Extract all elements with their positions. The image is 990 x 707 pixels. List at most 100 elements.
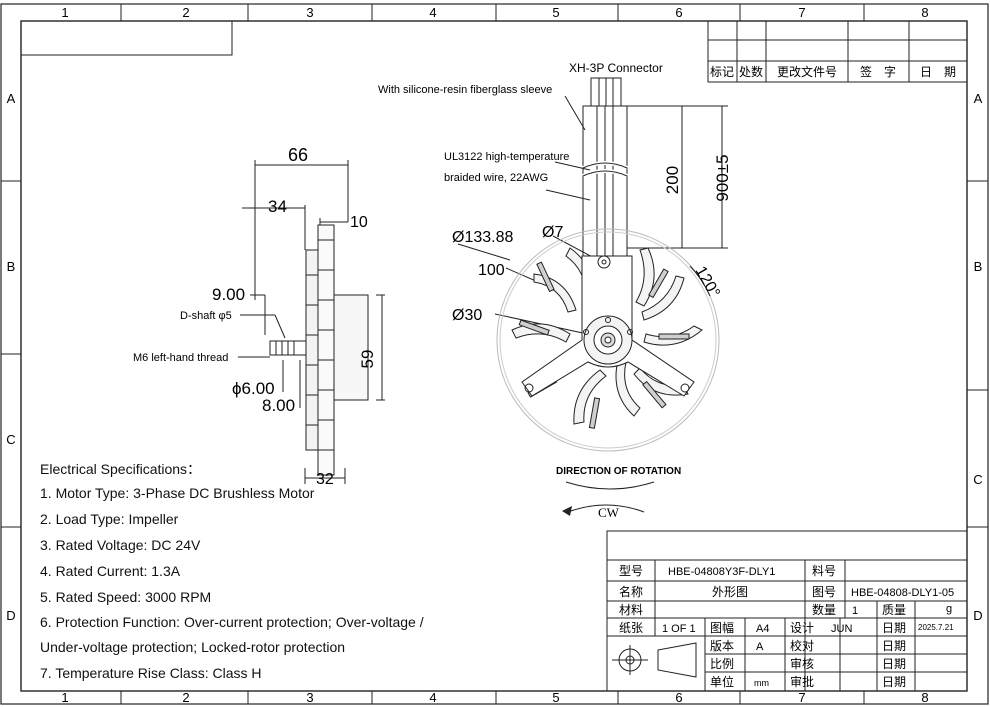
col-number: 2 xyxy=(182,690,189,705)
dim-59: 59 xyxy=(358,350,377,369)
spec-item: Under-voltage protection; Locked-rotor p… xyxy=(40,639,346,655)
tb-design-value: JUN xyxy=(831,623,852,635)
row-letter: B xyxy=(974,259,983,274)
tb-weight-label: 质量 xyxy=(882,603,906,617)
dim-phi30: Ø30 xyxy=(452,307,482,324)
col-number: 6 xyxy=(675,5,682,20)
tb-matno-label: 料号 xyxy=(812,564,836,578)
spec-item: 7. Temperature Rise Class: Class H xyxy=(40,665,262,681)
dim-32: 32 xyxy=(316,471,334,488)
revision-headers: 标记 处数 更改文件号 签 字 日 期 xyxy=(710,64,956,79)
dim-100: 100 xyxy=(478,262,505,279)
tb-format-value: A4 xyxy=(756,623,769,635)
top-left-box xyxy=(20,20,233,56)
row-letter: A xyxy=(7,91,16,106)
col-number: 8 xyxy=(921,690,928,705)
top-column-dividers xyxy=(1,4,988,704)
label-wire-2: braided wire, 22AWG xyxy=(444,172,548,184)
tb-review-label: 审核 xyxy=(790,656,814,671)
dim-thread: M6 left-hand thread xyxy=(133,352,228,364)
row-letter: D xyxy=(973,608,982,623)
tb-date-value: 2025.7.21 xyxy=(918,623,954,632)
front-view xyxy=(457,77,728,516)
dim-dshaft: D-shaft φ5 xyxy=(180,310,232,322)
side-view xyxy=(238,160,385,484)
col-number: 3 xyxy=(306,5,313,20)
label-cw: CW xyxy=(598,505,620,520)
col-number: 2 xyxy=(182,5,189,20)
col-number: 7 xyxy=(798,690,805,705)
col-number: 7 xyxy=(798,5,805,20)
spec-item: 4. Rated Current: 1.3A xyxy=(40,563,181,579)
spec-item: 2. Load Type: Impeller xyxy=(40,511,179,527)
col-number: 8 xyxy=(921,5,928,20)
dim-10: 10 xyxy=(350,214,368,231)
dim-phi133: Ø133.88 xyxy=(452,229,513,246)
label-connector: XH-3P Connector xyxy=(569,61,663,75)
tb-date-label: 日期 xyxy=(882,621,906,635)
title-block xyxy=(606,530,968,692)
row-letter: B xyxy=(7,259,16,274)
tb-weight-value: g xyxy=(946,603,952,615)
dim-phi6: ϕ6.00 xyxy=(232,379,275,398)
dim-120: 120° xyxy=(692,264,723,301)
column-numbers-bottom: 1 2 3 4 5 6 7 8 xyxy=(61,690,928,705)
dim-9: 9.00 xyxy=(212,285,245,304)
revision-table xyxy=(707,20,968,83)
col-number: 5 xyxy=(552,690,559,705)
tb-model-label: 型号 xyxy=(619,564,643,578)
tb-date-label-3: 日期 xyxy=(882,657,906,671)
label-rotation: DIRECTION OF ROTATION xyxy=(556,466,681,477)
col-number: 1 xyxy=(61,690,68,705)
label-wire-1: UL3122 high-temperature xyxy=(444,151,569,163)
tb-qty-value: 1 xyxy=(852,605,858,617)
front-view-labels: XH-3P Connector With silicone-resin fibe… xyxy=(378,61,732,520)
spec-item: 5. Rated Speed: 3000 RPM xyxy=(40,589,212,605)
spec-item: 6. Protection Function: Over-current pro… xyxy=(40,614,424,630)
row-letter: A xyxy=(974,91,983,106)
col-number: 4 xyxy=(429,5,436,20)
tb-name-label: 名称 xyxy=(619,584,643,599)
label-sleeve: With silicone-resin fiberglass sleeve xyxy=(378,84,552,96)
tb-date-label-2: 日期 xyxy=(882,639,906,653)
tb-version-label: 版本 xyxy=(710,639,734,653)
tb-name-value: 外形图 xyxy=(712,585,748,599)
tb-drawno-value: HBE-04808-DLY1-05 xyxy=(851,587,954,599)
tb-version-value: A xyxy=(756,641,764,653)
col-number: 5 xyxy=(552,5,559,20)
tb-scale-label: 比例 xyxy=(710,657,734,671)
side-view-dimensions: 66 34 10 9.00 D-shaft φ5 M6 left-hand th… xyxy=(133,145,377,488)
dim-900: 900±5 xyxy=(713,154,732,201)
tb-material-label: 材料 xyxy=(619,603,643,617)
title-block-text: 型号 HBE-04808Y3F-DLY1 料号 名称 外形图 图号 HBE-04… xyxy=(619,564,954,689)
tb-drawno-label: 图号 xyxy=(812,585,836,599)
column-numbers-top: 1 2 3 4 5 6 7 8 xyxy=(61,5,928,20)
dim-200: 200 xyxy=(663,166,682,194)
tb-check-label: 校对 xyxy=(790,638,814,653)
tb-qty-label: 数量 xyxy=(812,602,836,617)
col-number: 3 xyxy=(306,690,313,705)
dim-phi7: Ø7 xyxy=(542,224,563,241)
dim-8: 8.00 xyxy=(262,396,295,415)
row-letters: A B C D A B C D xyxy=(6,91,982,623)
tb-approve-label: 审批 xyxy=(790,674,814,689)
spec-item: 3. Rated Voltage: DC 24V xyxy=(40,537,201,553)
tb-unit-label: 单位 xyxy=(710,674,734,689)
rev-header: 处数 xyxy=(739,64,763,79)
rev-header: 更改文件号 xyxy=(777,64,837,79)
dim-66: 66 xyxy=(288,145,308,165)
tb-design-label: 设计 xyxy=(790,621,814,635)
row-letter: C xyxy=(6,432,15,447)
dim-34: 34 xyxy=(268,197,287,216)
rev-header: 标记 xyxy=(710,65,734,79)
tb-unit-value: mm xyxy=(754,678,769,688)
rev-header: 日 期 xyxy=(920,65,956,79)
tb-format-label: 图幅 xyxy=(710,620,734,635)
rev-header: 签 字 xyxy=(860,64,896,79)
spec-item: 1. Motor Type: 3-Phase DC Brushless Moto… xyxy=(40,485,315,501)
tb-sheet-label: 纸张 xyxy=(619,621,643,635)
tb-model-value: HBE-04808Y3F-DLY1 xyxy=(668,566,775,578)
tb-date-label-4: 日期 xyxy=(882,675,906,689)
col-number: 1 xyxy=(61,5,68,20)
